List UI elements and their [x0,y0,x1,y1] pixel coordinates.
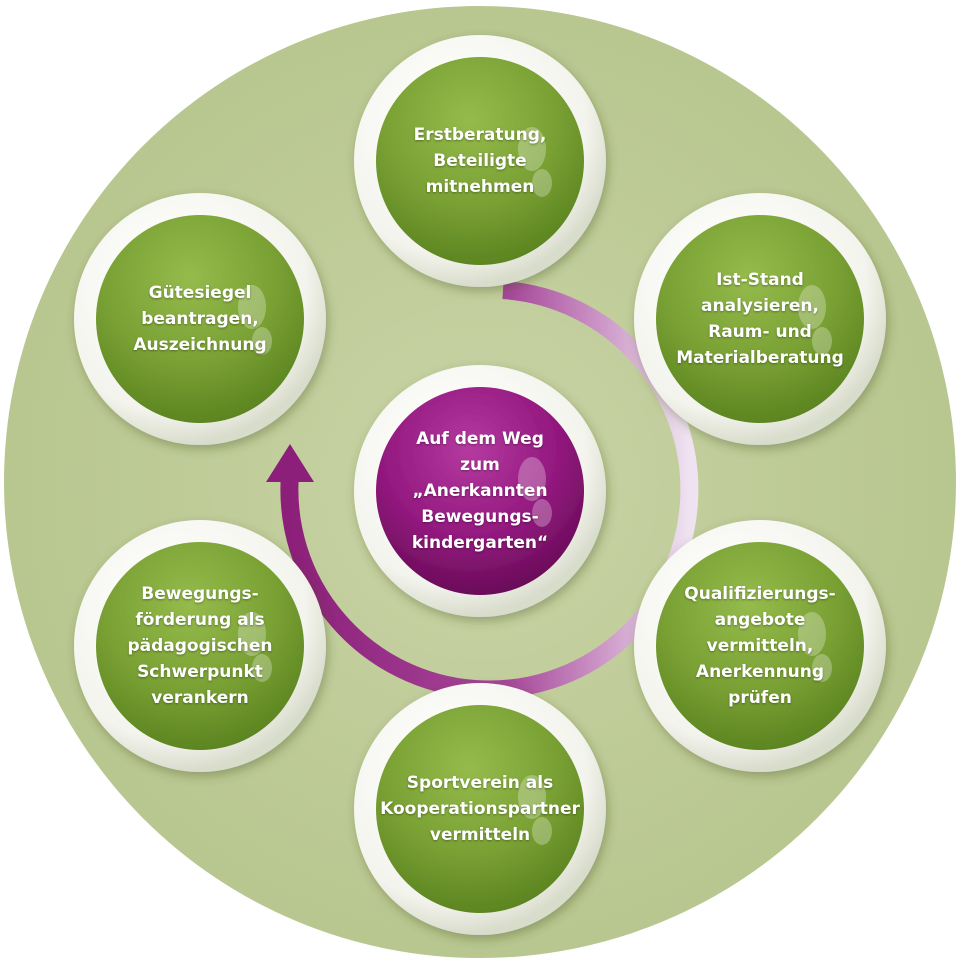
node-label: Sportverein als Kooperationspartner verm… [380,773,580,845]
node-erstberatung: Erstberatung, Beteiligte mitnehmen [355,36,605,286]
gloss-highlight [812,654,832,682]
center-node-label: Auf dem Weg zum „Anerkannten Bewegungs- … [411,429,549,553]
node-bewegungsfoerderung: Bewegungs- förderung als pädagogischen S… [75,521,325,771]
node-fill [376,705,584,913]
gloss-highlight [252,327,272,355]
gloss-highlight [532,499,552,527]
node-disc-guetesiegel [74,193,326,445]
node-label: Qualifizierungs- angebote vermitteln, An… [684,584,836,708]
node-label: Ist-Stand analysieren, Raum- und Materia… [676,270,844,368]
gloss-highlight [238,612,266,656]
gloss-highlight [518,457,546,501]
node-fill [376,57,584,265]
gloss-highlight [812,327,832,355]
node-fill [376,387,584,595]
node-fill [96,215,304,423]
gloss-highlight [238,285,266,329]
gloss-highlight [798,612,826,656]
gloss-highlight [532,817,552,845]
node-disc-qualifizierung [634,520,886,772]
gloss-highlight [252,654,272,682]
node-label: Erstberatung, Beteiligte mitnehmen [413,125,547,197]
node-label: Gütesiegel beantragen, Auszeichnung [133,283,267,355]
node-fill [656,542,864,750]
node-disc-bewegungsfoerderung [74,520,326,772]
node-ist-stand: Ist-Stand analysieren, Raum- und Materia… [635,194,885,444]
node-fill [96,542,304,750]
node-guetesiegel: Gütesiegel beantragen, Auszeichnung [75,194,325,444]
node-sportverein: Sportverein als Kooperationspartner verm… [355,684,605,934]
node-qualifizierung: Qualifizierungs- angebote vermitteln, An… [635,521,885,771]
gloss-highlight [518,775,546,819]
center-node: Auf dem Weg zum „Anerkannten Bewegungs- … [355,366,605,616]
node-disc-erstberatung [354,35,606,287]
curved-arrow-icon [280,281,699,699]
gloss-highlight [798,285,826,329]
gloss-highlight [518,127,546,171]
center-node-disc [354,365,606,617]
arrow-head-icon [266,444,314,482]
gloss-highlight [532,169,552,197]
node-label: Bewegungs- förderung als pädagogischen S… [127,584,273,708]
node-disc-ist-stand [634,193,886,445]
node-disc-sportverein [354,683,606,935]
node-fill [656,215,864,423]
